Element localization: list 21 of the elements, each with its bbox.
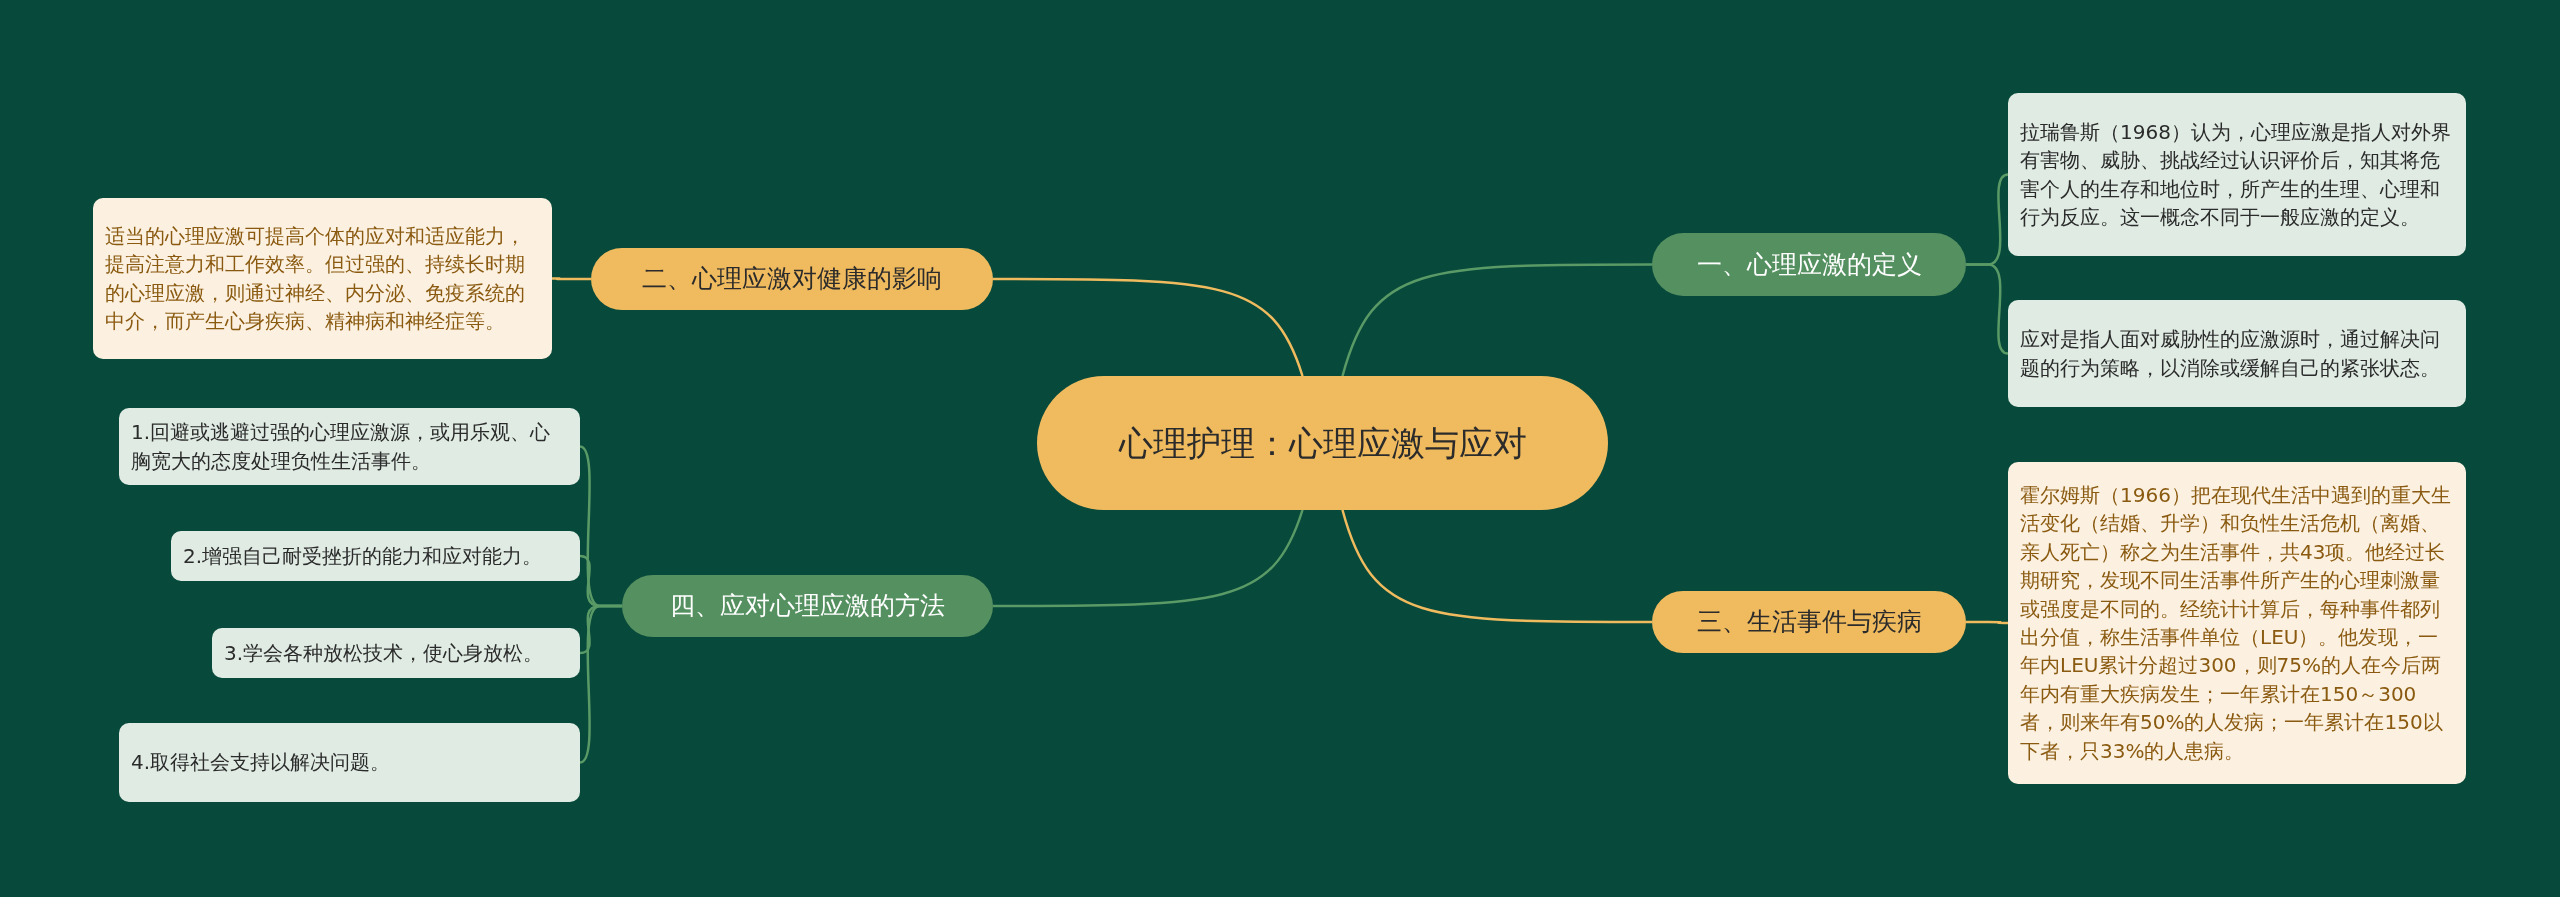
note-card: 1.回避或逃避过强的心理应激源，或用乐观、心胸宽大的态度处理负性生活事件。 — [119, 408, 580, 485]
connector-line — [1341, 509, 1652, 624]
connector-line — [1966, 620, 2008, 625]
connector-line — [1966, 263, 2009, 355]
branch-topic: 四、应对心理应激的方法 — [622, 575, 993, 637]
branch-topic: 二、心理应激对健康的影响 — [591, 248, 993, 310]
central-topic: 心理护理：心理应激与应对 — [1037, 376, 1608, 510]
connector-line — [993, 277, 1304, 377]
connector-line — [552, 277, 591, 281]
note-card: 霍尔姆斯（1966）把在现代生活中遇到的重大生活变化（结婚、升学）和负性生活危机（离婚、亲人死亡）称之为生活事件，共43项。他经过长期研究，发现不同生活事件所产生的心理刺激量或强度是不同的。经统计计算后，每种事件都列出分值，称生活事件单位（LEU）。他发现，一年内LEU累计分超过300，则75%的人在今后两年内有重大疾病发生；一年累计在150～300者，则来年有50%的人发病；一年累计在150以下者，只33%的人患病。 — [2008, 462, 2466, 784]
note-card: 适当的心理应激可提高个体的应对和适应能力，提高注意力和工作效率。但过强的、持续长时期的心理应激，则通过神经、内分泌、免疫系统的中介，而产生心身疾病、精神病和神经症等。 — [93, 198, 552, 359]
connector-line — [993, 509, 1304, 608]
branch-topic: 一、心理应激的定义 — [1652, 233, 1966, 296]
note-card: 拉瑞鲁斯（1968）认为，心理应激是指人对外界有害物、威胁、挑战经过认识评价后，知其将危害个人的生存和地位时，所产生的生理、心理和行为反应。这一概念不同于一般应激的定义。 — [2008, 93, 2466, 256]
branch-topic: 三、生活事件与疾病 — [1652, 591, 1966, 653]
note-card: 4.取得社会支持以解决问题。 — [119, 723, 580, 802]
connector-line — [579, 604, 622, 764]
note-card: 2.增强自己耐受挫折的能力和应对能力。 — [171, 531, 580, 581]
note-card: 3.学会各种放松技术，使心身放松。 — [212, 628, 580, 678]
connector-line — [1341, 263, 1652, 377]
note-card: 应对是指人面对威胁性的应激源时，通过解决问题的行为策略，以消除或缓解自己的紧张状态。 — [2008, 300, 2466, 407]
